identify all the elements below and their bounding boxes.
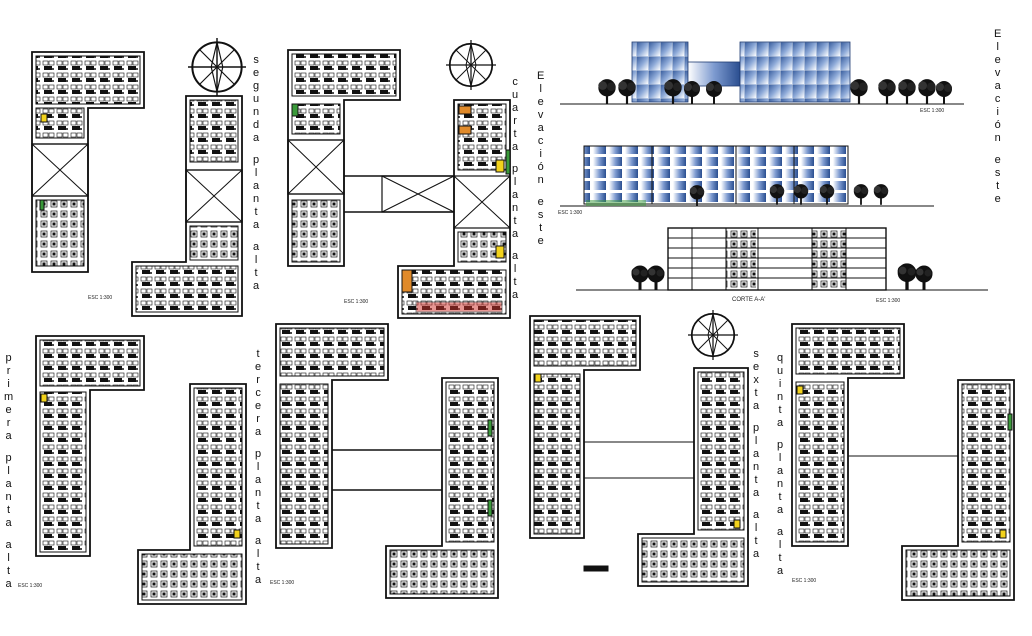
scale-note: ESC 1:300 — [88, 295, 113, 301]
section-aa — [576, 227, 988, 291]
north-arrow-icon — [688, 310, 738, 360]
floor-plan-primera — [35, 335, 247, 605]
section-label: CORTE A-A' — [732, 297, 766, 303]
scale-note: ESC 1:300 — [558, 210, 583, 216]
scale-note: ESC 1:300 — [270, 580, 295, 586]
north-arrow-icon — [188, 38, 246, 96]
scale-note: ESC 1:300 — [876, 298, 901, 304]
floor-plan-quinta — [791, 323, 1015, 601]
floor-plan-tercera — [275, 323, 499, 599]
scale-note: ESC 1:300 — [18, 583, 43, 589]
elevation-north — [560, 41, 964, 105]
floor-plan-cuarta — [287, 49, 511, 319]
elevation-east — [560, 145, 934, 207]
north-arrow-icon — [446, 40, 496, 90]
scale-note: ESC 1:300 — [344, 299, 369, 305]
floor-plan-segunda — [31, 51, 243, 317]
scale-note: ESC 1:300 — [920, 108, 945, 114]
scale-note: ESC 1:300 — [792, 578, 817, 584]
floor-plan-sexta — [529, 315, 749, 587]
